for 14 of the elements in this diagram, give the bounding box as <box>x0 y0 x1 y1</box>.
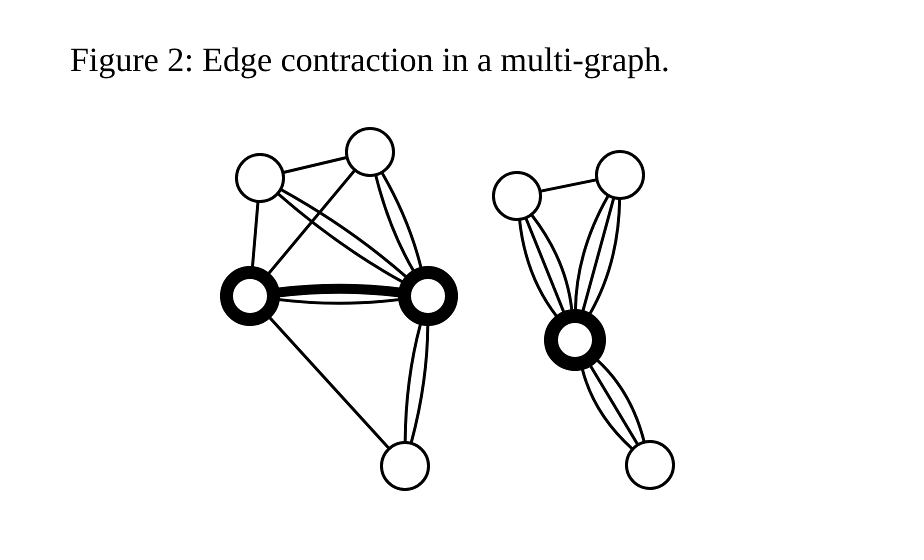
edge-line <box>278 284 400 298</box>
figure-title: Figure 2: Edge contraction in a multi-graph. <box>70 41 670 81</box>
edge-line <box>404 324 422 442</box>
edge-line <box>278 298 400 305</box>
edge-line <box>380 172 422 268</box>
contracted-vertex <box>544 309 606 371</box>
edge-line <box>283 156 347 174</box>
edge-line <box>580 368 634 450</box>
edge-line <box>410 324 430 444</box>
edge-line <box>530 214 574 310</box>
edge-line <box>574 195 610 310</box>
edge-line <box>250 202 260 268</box>
edge-line <box>540 178 597 193</box>
edge-line <box>581 198 616 312</box>
